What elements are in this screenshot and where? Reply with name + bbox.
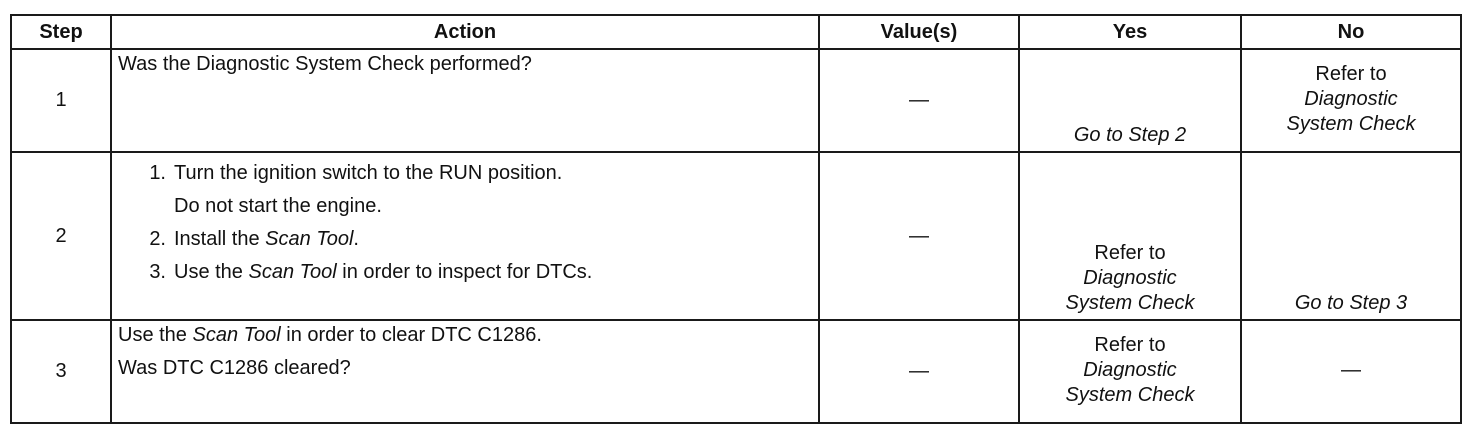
table-row: 2 1. Turn the ignition switch to the RUN… <box>10 151 1462 321</box>
item-text-part: . <box>353 228 359 250</box>
step-number: 3 <box>10 319 112 424</box>
action-list-item: 3. Use the Scan Tool in order to inspect… <box>134 260 812 285</box>
item-text: Turn the ignition switch to the RUN posi… <box>174 162 563 184</box>
step-number: 2 <box>10 151 112 321</box>
no-text-line: Refer to <box>1315 62 1387 85</box>
item-text: Use the Scan Tool in order to inspect fo… <box>174 260 812 285</box>
item-number: 2. <box>149 228 166 250</box>
item-number: 3. <box>149 261 166 283</box>
yes-text-line: Diagnostic <box>1083 267 1177 289</box>
yes-text-line: System Check <box>1065 292 1195 314</box>
step-number: 1 <box>10 48 112 153</box>
item-text-part: in order to inspect for DTCs. <box>336 261 593 283</box>
header-step: Step <box>10 14 112 50</box>
action-cell: 1. Turn the ignition switch to the RUN p… <box>110 151 820 321</box>
item-text-part: Install the <box>174 228 266 250</box>
item-continuation: Do not start the engine. <box>174 195 382 217</box>
yes-text-line: Refer to <box>1094 333 1166 356</box>
yes-text-line: Diagnostic <box>1083 358 1177 381</box>
action-list-item: 2. Install the Scan Tool. <box>134 227 812 252</box>
diagnostic-table: Step Action Value(s) Yes No 1 Was the Di… <box>10 14 1462 424</box>
header-value: Value(s) <box>818 14 1020 50</box>
scan-tool-term: Scan Tool <box>248 261 337 283</box>
header-yes: Yes <box>1018 14 1242 50</box>
yes-cell: Go to Step 2 <box>1018 48 1242 153</box>
action-cell: Was the Diagnostic System Check performe… <box>110 48 820 153</box>
header-action: Action <box>110 14 820 50</box>
action-list-item: 1. Turn the ignition switch to the RUN p… <box>134 161 812 186</box>
value-cell: — <box>818 151 1020 321</box>
no-cell: Go to Step 3 <box>1240 151 1462 321</box>
scan-tool-term: Scan Tool <box>265 228 354 250</box>
table-row: 3 Use the Scan Tool in order to clear DT… <box>10 319 1462 424</box>
action-text-part: in order to clear DTC C1286. <box>280 324 542 346</box>
yes-cell: Refer to Diagnostic System Check <box>1018 319 1242 424</box>
action-line: Use the Scan Tool in order to clear DTC … <box>118 323 812 348</box>
diagnostic-table-container: Step Action Value(s) Yes No 1 Was the Di… <box>10 14 1462 424</box>
header-no: No <box>1240 14 1462 50</box>
no-cell: — <box>1240 319 1462 424</box>
action-text-part: Use the <box>118 324 193 346</box>
yes-cell: Refer to Diagnostic System Check <box>1018 151 1242 321</box>
table-row: 1 Was the Diagnostic System Check perfor… <box>10 48 1462 153</box>
action-cell: Use the Scan Tool in order to clear DTC … <box>110 319 820 424</box>
value-cell: — <box>818 319 1020 424</box>
no-cell: Refer to Diagnostic System Check <box>1240 48 1462 153</box>
action-line: Was DTC C1286 cleared? <box>118 357 351 379</box>
value-cell: — <box>818 48 1020 153</box>
scan-tool-term: Scan Tool <box>192 324 281 346</box>
item-text-part: Use the <box>174 261 249 283</box>
yes-text-line: Refer to <box>1094 242 1166 264</box>
header-row: Step Action Value(s) Yes No <box>10 14 1462 50</box>
item-text: Install the Scan Tool. <box>174 227 812 252</box>
yes-text-line: System Check <box>1065 383 1195 406</box>
item-number: 1. <box>149 162 166 184</box>
no-text-line: Diagnostic <box>1304 87 1398 110</box>
no-text-line: System Check <box>1286 112 1416 135</box>
